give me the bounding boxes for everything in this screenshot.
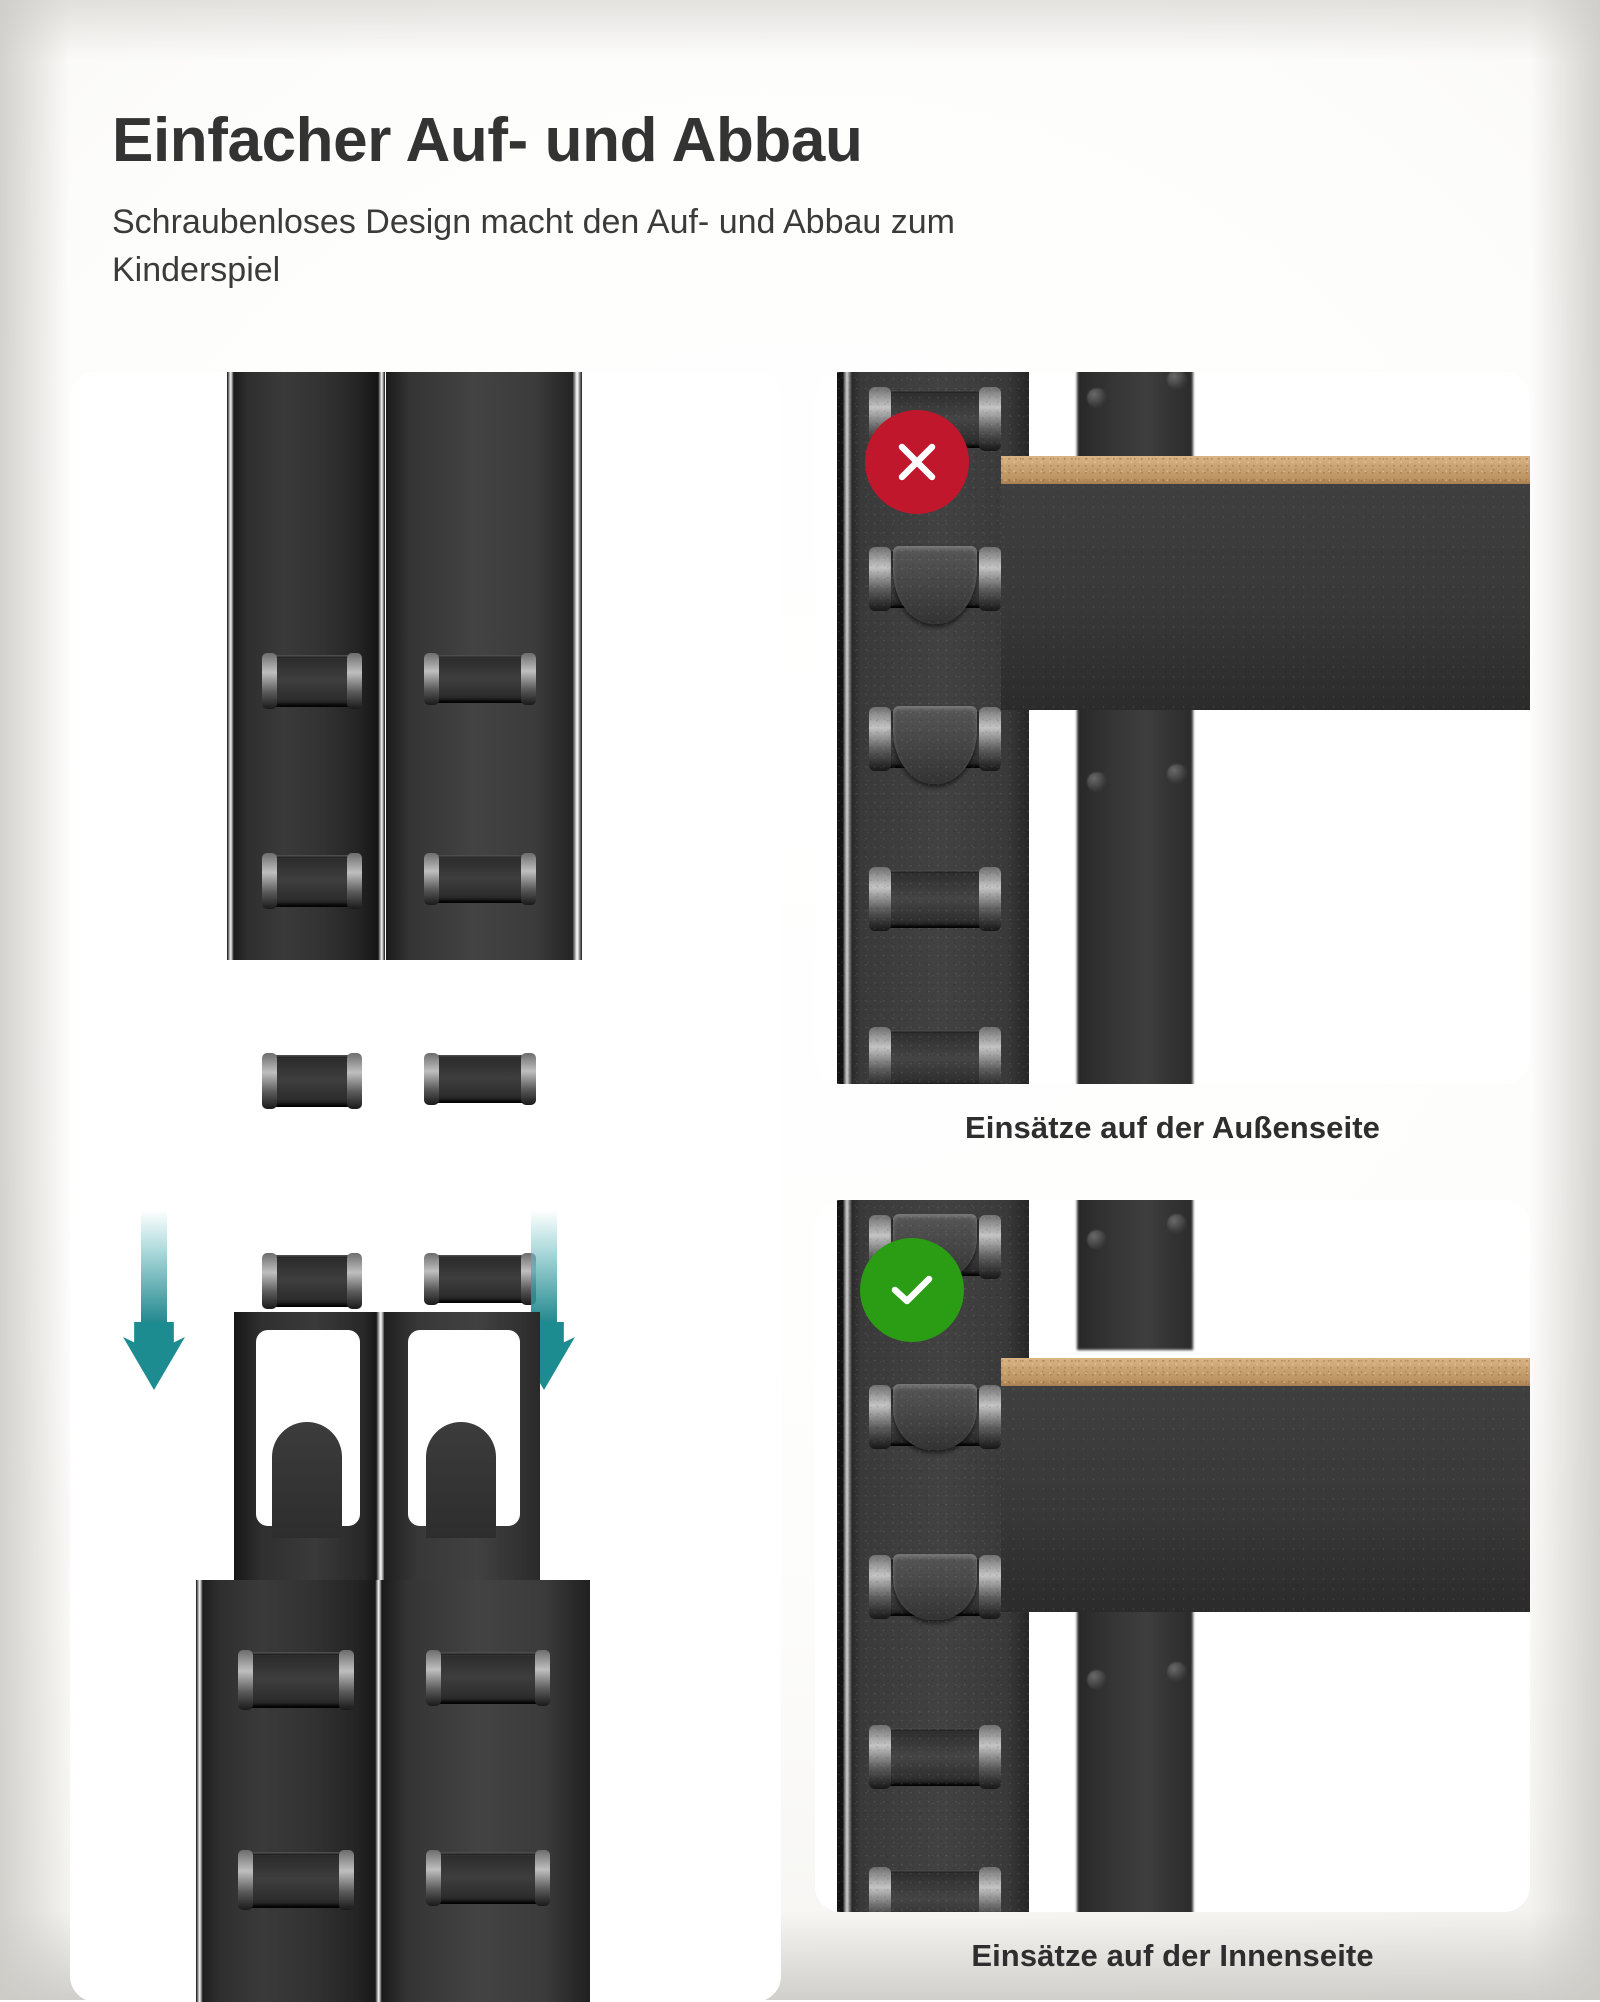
upright-insert-tab (893, 1554, 977, 1620)
post-corner-highlight (378, 372, 385, 960)
upright-slot (869, 1725, 1001, 1789)
post-slot (424, 853, 536, 905)
cross-icon (898, 443, 936, 481)
rear-upright-lower (1077, 702, 1193, 1084)
post-edge-highlight (196, 1580, 203, 2002)
upright-slot (869, 1384, 1001, 1450)
incorrect-badge (865, 410, 969, 514)
upright-slot (869, 1554, 1001, 1620)
correct-caption: Einsätze auf der Innenseite (971, 1938, 1374, 1973)
assembly-illustration-card (70, 372, 781, 2002)
rivet (1167, 764, 1187, 784)
connector-corner-highlight (376, 1312, 385, 1584)
post-slot (262, 1253, 362, 1309)
upright-slot (869, 546, 1001, 624)
upright-insert-tab (893, 1384, 977, 1450)
assembly-arrow-down-left (123, 1210, 185, 1390)
post-slot (426, 1850, 550, 1906)
page-subtitle: Schraubenloses Design macht den Auf- und… (112, 202, 955, 289)
post-edge-highlight (572, 372, 582, 960)
upright-slot (869, 1027, 1001, 1084)
post-edge-highlight (227, 372, 234, 960)
post-slot (262, 853, 362, 909)
post-slot (424, 1053, 536, 1105)
incorrect-caption: Einsätze auf der Außenseite (965, 1110, 1380, 1145)
correct-orientation-card (815, 1200, 1530, 1912)
post-corner-highlight (375, 1580, 382, 2002)
shelf-beam (1001, 484, 1530, 710)
post-slot (262, 653, 362, 709)
rivet (1087, 1670, 1107, 1690)
shelf-board-edge (1001, 1358, 1530, 1386)
arrow-shaft (141, 1210, 167, 1322)
upright-insert-tab (893, 546, 977, 624)
rivet (1087, 772, 1107, 792)
rivet (1167, 372, 1187, 390)
connector-face-left (234, 1312, 382, 1584)
rivet (1167, 1662, 1187, 1682)
post-slot (262, 1053, 362, 1109)
header-block: Einfacher Auf- und Abbau Schraubenloses … (112, 108, 1412, 294)
shelf-board-edge (1001, 456, 1530, 484)
correct-badge (860, 1238, 964, 1342)
incorrect-orientation-card (815, 372, 1530, 1084)
upright-slot (869, 706, 1001, 784)
rear-upright-lower (1077, 1600, 1193, 1912)
post-slot (426, 1650, 550, 1706)
rivet (1087, 1230, 1107, 1250)
shelf-beam (1001, 1386, 1530, 1612)
connector-arch-tab (426, 1422, 496, 1538)
post-face-left (227, 372, 379, 1309)
post-face-left (196, 1580, 382, 2002)
post-face-right (375, 1580, 590, 2002)
arrow-shaft (531, 1210, 557, 1322)
connector-arch-tab (272, 1422, 342, 1538)
page-title: Einfacher Auf- und Abbau (112, 106, 863, 175)
lower-corner-post (170, 1312, 590, 2002)
rivet (1167, 1214, 1187, 1234)
upright-slot (869, 1867, 1001, 1912)
upright-slot (869, 867, 1001, 931)
upper-corner-post (227, 372, 582, 1309)
rivet (1087, 388, 1107, 408)
post-face-right (378, 372, 582, 1305)
post-slot (238, 1650, 354, 1710)
check-icon (891, 1275, 933, 1305)
post-slot (238, 1850, 354, 1910)
upright-insert-tab (893, 706, 977, 784)
post-slot (424, 653, 536, 705)
connector-face-right (384, 1312, 540, 1584)
